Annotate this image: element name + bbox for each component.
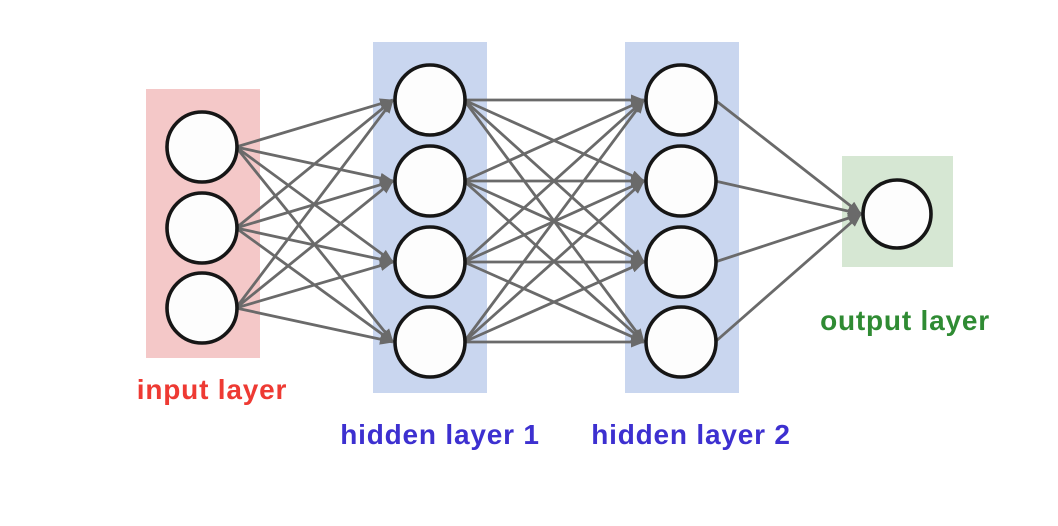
edge-input-hidden1	[235, 306, 394, 345]
layer-label-input: input layer	[137, 374, 287, 405]
layer-label-hidden2: hidden layer 2	[591, 419, 791, 450]
node-hidden2-4	[644, 305, 718, 379]
node-hidden1-4	[393, 305, 467, 379]
node-hidden2-2	[644, 144, 718, 218]
edge-hidden2-output	[714, 179, 862, 217]
layer-label-output: output layer	[820, 305, 990, 336]
edge-hidden2-output	[714, 212, 862, 344]
edge-input-hidden1	[235, 179, 394, 310]
edge-hidden1-hidden2	[462, 99, 646, 343]
edge-hidden1-hidden2	[463, 98, 645, 264]
node-input-1	[165, 110, 239, 184]
edge-input-hidden1	[235, 98, 394, 230]
node-hidden2-3	[644, 225, 718, 299]
node-hidden2-1	[644, 63, 718, 137]
edge-hidden1-hidden2	[463, 179, 645, 344]
node-input-3	[165, 271, 239, 345]
edge-input-hidden1	[235, 98, 394, 149]
node-hidden1-1	[393, 63, 467, 137]
node-hidden1-3	[393, 225, 467, 299]
edge-hidden2-output	[714, 98, 862, 216]
edge-hidden2-output	[714, 212, 862, 264]
edge-input-hidden1	[234, 99, 395, 309]
edge-input-hidden1	[235, 260, 394, 310]
edge-hidden1-hidden2	[463, 260, 645, 344]
edge-hidden1-hidden2	[463, 98, 645, 183]
node-input-2	[165, 191, 239, 265]
node-output-1	[861, 178, 933, 250]
layer-label-hidden1: hidden layer 1	[340, 419, 540, 450]
node-hidden1-2	[393, 144, 467, 218]
